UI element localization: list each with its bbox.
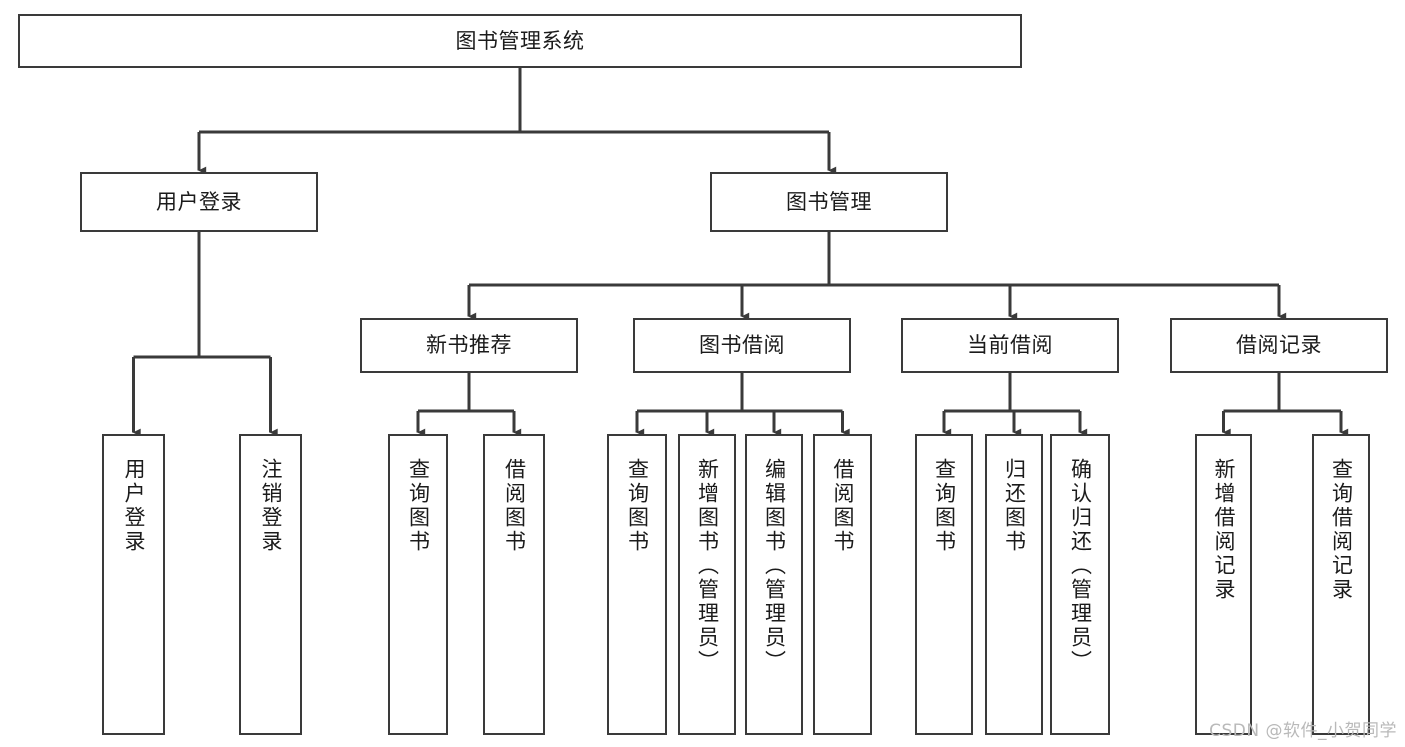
watermark: CSDN @软件_小贺同学 — [1209, 721, 1397, 741]
node-leaf_borrow_1[interactable]: 借阅图书 — [483, 434, 545, 735]
node-label: 用户登录 — [122, 458, 146, 554]
node-leaf_add_book[interactable]: 新增图书（管理员） — [678, 434, 736, 735]
node-leaf_query_1[interactable]: 查询图书 — [388, 434, 448, 735]
node-book_borrow[interactable]: 图书借阅 — [633, 318, 851, 373]
node-label: 查询图书 — [406, 458, 431, 554]
node-label: 图书管理系统 — [455, 28, 585, 53]
node-leaf_confirm[interactable]: 确认归还（管理员） — [1050, 434, 1110, 735]
node-label: 确认归还（管理员） — [1068, 458, 1093, 674]
node-label: 图书管理 — [786, 189, 872, 214]
node-leaf_edit_book[interactable]: 编辑图书（管理员） — [745, 434, 803, 735]
node-label: 借阅记录 — [1236, 333, 1322, 358]
node-book_manage[interactable]: 图书管理 — [710, 172, 948, 232]
node-leaf_borrow_2[interactable]: 借阅图书 — [813, 434, 872, 735]
node-leaf_add_rec[interactable]: 新增借阅记录 — [1195, 434, 1252, 735]
node-label: 归还图书 — [1002, 458, 1027, 554]
node-label: 查询图书 — [932, 458, 957, 554]
node-label: 当前借阅 — [967, 333, 1053, 358]
node-leaf_return[interactable]: 归还图书 — [985, 434, 1043, 735]
node-label: 查询图书 — [625, 458, 650, 554]
node-leaf_logout[interactable]: 注销登录 — [239, 434, 302, 735]
node-label: 新增借阅记录 — [1212, 458, 1236, 602]
node-user_login[interactable]: 用户登录 — [80, 172, 318, 232]
node-label: 借阅图书 — [831, 458, 855, 554]
node-label: 新书推荐 — [426, 333, 512, 358]
node-label: 查询借阅记录 — [1329, 458, 1354, 602]
node-borrow_record[interactable]: 借阅记录 — [1170, 318, 1388, 373]
node-leaf_query_3[interactable]: 查询图书 — [915, 434, 973, 735]
node-label: 图书借阅 — [699, 333, 785, 358]
edge-group — [132, 68, 1349, 437]
node-label: 用户登录 — [156, 189, 242, 214]
node-root[interactable]: 图书管理系统 — [18, 14, 1022, 68]
node-leaf_user_login[interactable]: 用户登录 — [102, 434, 165, 735]
node-new_book_rec[interactable]: 新书推荐 — [360, 318, 578, 373]
node-label: 编辑图书（管理员） — [762, 458, 787, 674]
node-current_borrow[interactable]: 当前借阅 — [901, 318, 1119, 373]
node-label: 新增图书（管理员） — [695, 458, 720, 674]
node-leaf_query_2[interactable]: 查询图书 — [607, 434, 667, 735]
node-label: 借阅图书 — [502, 458, 527, 554]
node-label: 注销登录 — [259, 458, 283, 554]
node-leaf_query_rec[interactable]: 查询借阅记录 — [1312, 434, 1370, 735]
